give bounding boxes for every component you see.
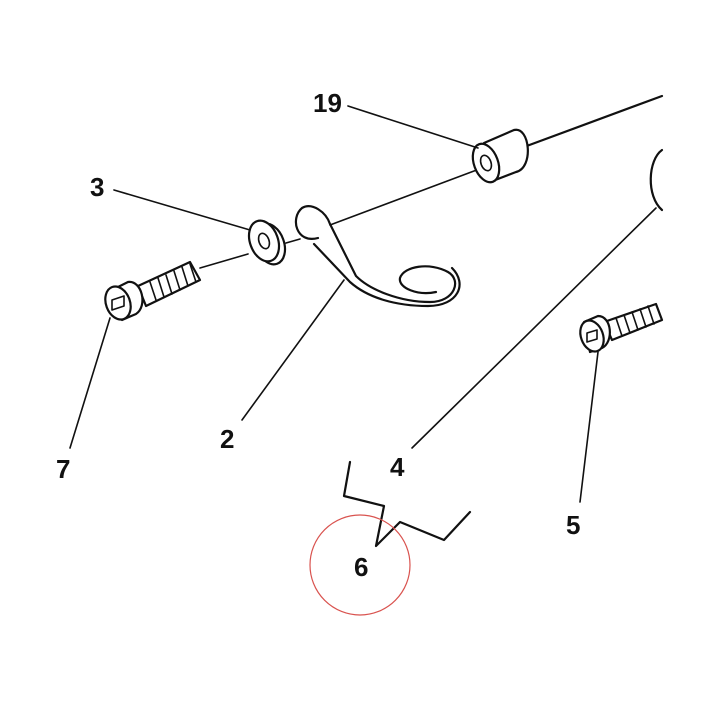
component-part-4 <box>649 148 664 212</box>
callout-19: 19 <box>313 88 342 118</box>
callout-3: 3 <box>90 172 104 202</box>
bushing-part-19 <box>471 128 529 184</box>
leader-lines <box>69 105 657 503</box>
highlight-circle <box>309 514 411 616</box>
callout-6: 6 <box>354 552 368 582</box>
assembly-axis-line <box>199 94 664 269</box>
callout-2: 2 <box>220 424 234 454</box>
base-fragment-part-6 <box>342 460 472 548</box>
screw-part-7 <box>104 260 202 322</box>
washer-part-3 <box>247 219 287 266</box>
screw-part-5 <box>579 302 664 354</box>
spring-part-2 <box>294 205 461 308</box>
callout-7: 7 <box>56 454 70 484</box>
callout-4: 4 <box>390 452 405 482</box>
callout-5: 5 <box>566 510 580 540</box>
